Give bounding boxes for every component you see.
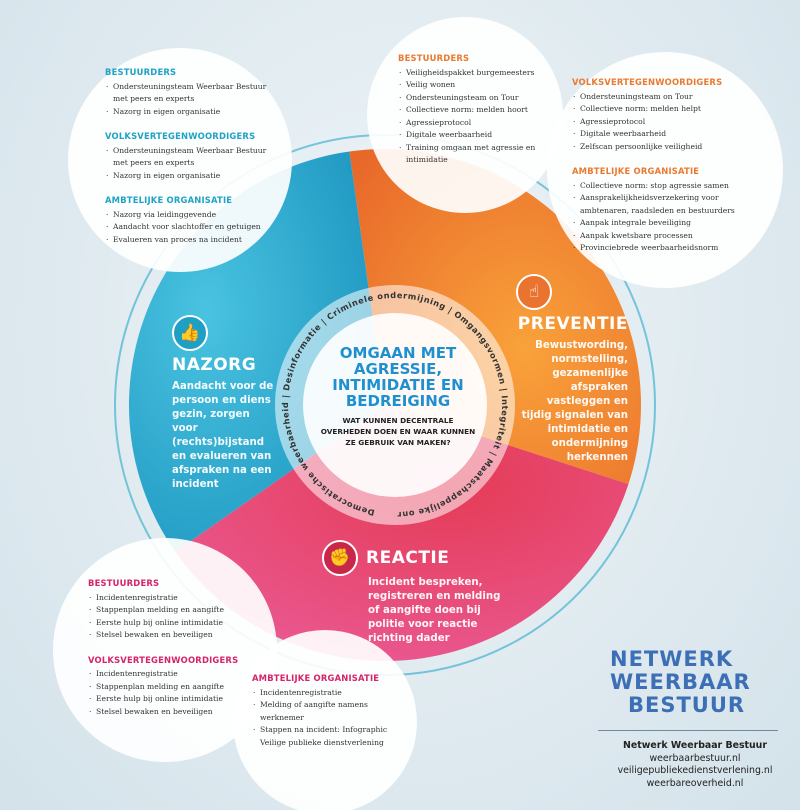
center-disc <box>303 313 487 497</box>
list-item: Incidentenregistratie <box>88 592 234 605</box>
list-item: Collectieve norm: melden helpt <box>572 103 762 116</box>
reactie-segment <box>175 405 629 661</box>
list-item: Nazorg via leidinggevende <box>105 209 275 222</box>
list-item: Aansprakelijkheidsverzekering voor ambte… <box>572 192 762 217</box>
logo-line: WEERBAAR <box>610 670 751 694</box>
list-item: Stappenplan melding en aangifte <box>88 681 234 694</box>
list-item: Aanpak integrale beveiliging <box>572 217 762 230</box>
list-item: Digitale weerbaarheid <box>572 128 762 141</box>
bullet-list: Collectieve norm: stop agressie samenAan… <box>572 180 762 255</box>
nazorg-lists: BESTUURDERS Ondersteuningsteam Weerbaar B… <box>105 66 275 246</box>
bullet-list: Ondersteuningsteam on TourCollectieve no… <box>572 91 762 154</box>
preventie-title: PREVENTIE <box>517 314 628 334</box>
list-item: Provinciebrede weerbaarheidsnorm <box>572 242 762 255</box>
divider <box>598 730 778 731</box>
list-item: Training omgaan met agressie en intimida… <box>398 142 548 167</box>
reactie-ambtelijk: AMBTELIJKE ORGANISATIE Incidentenregistra… <box>252 672 402 749</box>
list-item: Collectieve norm: stop agressie samen <box>572 180 762 193</box>
preventie-bestuurders: BESTUURDERS Veiligheidspakket burgemeeste… <box>398 52 548 167</box>
list-heading: AMBTELIJKE ORGANISATIE <box>252 673 380 683</box>
center-title-block: OMGAAN MET AGRESSIE, INTIMIDATIE EN BEDR… <box>318 345 478 448</box>
list-item: Evalueren van proces na incident <box>105 234 275 247</box>
bullet-list: IncidentenregistratieMelding of aangifte… <box>252 687 402 750</box>
reactie-title: REACTIE <box>366 547 450 568</box>
list-item: Ondersteuningsteam Weerbaar Bestuur met … <box>105 81 275 106</box>
list-heading: VOLKSVERTEGENWOORDIGERS <box>105 131 256 141</box>
list-item: Collectieve norm: melden hoort <box>398 104 548 117</box>
center-title: OMGAAN MET AGRESSIE, INTIMIDATIE EN BEDR… <box>332 344 464 410</box>
footer-link[interactable]: weerbaarbestuur.nl <box>649 752 741 764</box>
list-item: Stelsel bewaken en beveiligen <box>88 629 234 642</box>
list-item: Incidentenregistratie <box>252 687 402 700</box>
list-item: Veiligheidspakket burgemeesters <box>398 67 548 80</box>
bullet-list: Veiligheidspakket burgemeestersVeilig wo… <box>398 67 548 167</box>
raised-fist-icon: ✊ <box>322 540 358 576</box>
list-heading: BESTUURDERS <box>88 578 160 588</box>
list-item: Nazorg in eigen organisatie <box>105 170 275 183</box>
footer-link[interactable]: weerbareoverheid.nl <box>646 777 744 789</box>
preventie-block: ☝ PREVENTIE Bewustwording, normstelling,… <box>516 274 628 465</box>
list-item: Ondersteuningsteam on Tour <box>572 91 762 104</box>
list-item: Agressieprotocol <box>572 116 762 129</box>
logo: NETWERK WEERBAAR BESTUUR <box>610 648 760 717</box>
center-subtitle: WAT KUNNEN DECENTRALE OVERHEDEN DOEN EN … <box>320 416 476 447</box>
bullet-list: IncidentenregistratieStappenplan melding… <box>88 592 234 642</box>
nazorg-text: Aandacht voor de persoon en diens gezin,… <box>172 381 274 490</box>
list-item: Melding of aangifte namens werknemer <box>252 699 402 724</box>
reactie-lists: BESTUURDERSIncidentenregistratieStappenp… <box>88 577 239 718</box>
footer-name: Netwerk Weerbaar Bestuur <box>623 740 767 751</box>
list-item: Agressieprotocol <box>398 117 548 130</box>
list-item: Aandacht voor slachtoffer en getuigen <box>105 221 275 234</box>
raised-finger-icon: ☝ <box>516 274 552 310</box>
nazorg-block: 👍 NAZORG Aandacht voor de persoon en die… <box>172 315 276 492</box>
list-item: Ondersteuningsteam on Tour <box>398 92 548 105</box>
list-item: Stappen na incident: Infographic Veilige… <box>252 724 402 749</box>
logo-line: BESTUUR <box>628 693 746 717</box>
list-item: Zelfscan persoonlijke veiligheid <box>572 141 762 154</box>
list-item: Aanpak kwetsbare processen <box>572 230 762 243</box>
reactie-text: Incident bespreken, registreren en meldi… <box>368 577 501 644</box>
footer-link[interactable]: veiligepubliekedienstverlening.nl <box>617 765 773 776</box>
bullet-list: Ondersteuningsteam Weerbaar Bestuur met … <box>105 145 275 183</box>
list-heading: BESTUURDERS <box>105 67 177 77</box>
preventie-text: Bewustwording, normstelling, gezamenlijk… <box>521 340 628 463</box>
list-heading: VOLKSVERTEGENWOORDIGERS <box>572 77 723 87</box>
list-heading: AMBTELIJKE ORGANISATIE <box>105 195 233 205</box>
list-item: Veilig wonen <box>398 79 548 92</box>
bullet-list: Ondersteuningsteam Weerbaar Bestuur met … <box>105 81 275 119</box>
thumbs-up-icon: 👍 <box>172 315 208 351</box>
list-item: Ondersteuningsteam Weerbaar Bestuur met … <box>105 145 275 170</box>
bullet-list: Nazorg via leidinggevendeAandacht voor s… <box>105 209 275 247</box>
list-item: Stappenplan melding en aangifte <box>88 604 234 617</box>
nazorg-title: NAZORG <box>172 355 257 375</box>
bullet-list: IncidentenregistratieStappenplan melding… <box>88 668 234 718</box>
list-item: Digitale weerbaarheid <box>398 129 548 142</box>
logo-line: NETWERK <box>610 647 734 671</box>
list-heading: BESTUURDERS <box>398 53 470 63</box>
footer: Netwerk Weerbaar Bestuur weerbaarbestuur… <box>590 740 800 790</box>
list-heading: AMBTELIJKE ORGANISATIE <box>572 166 700 176</box>
list-item: Eerste hulp bij online intimidatie <box>88 617 234 630</box>
reactie-block: ✊ REACTIE Incident bespreken, registrere… <box>322 540 502 646</box>
list-heading: VOLKSVERTEGENWOORDIGERS <box>88 654 239 665</box>
list-item: Stelsel bewaken en beveiligen <box>88 706 234 719</box>
list-item: Nazorg in eigen organisatie <box>105 106 275 119</box>
preventie-lists: VOLKSVERTEGENWOORDIGERS Ondersteuningstea… <box>572 76 762 255</box>
list-item: Eerste hulp bij online intimidatie <box>88 693 234 706</box>
list-item: Incidentenregistratie <box>88 668 234 681</box>
